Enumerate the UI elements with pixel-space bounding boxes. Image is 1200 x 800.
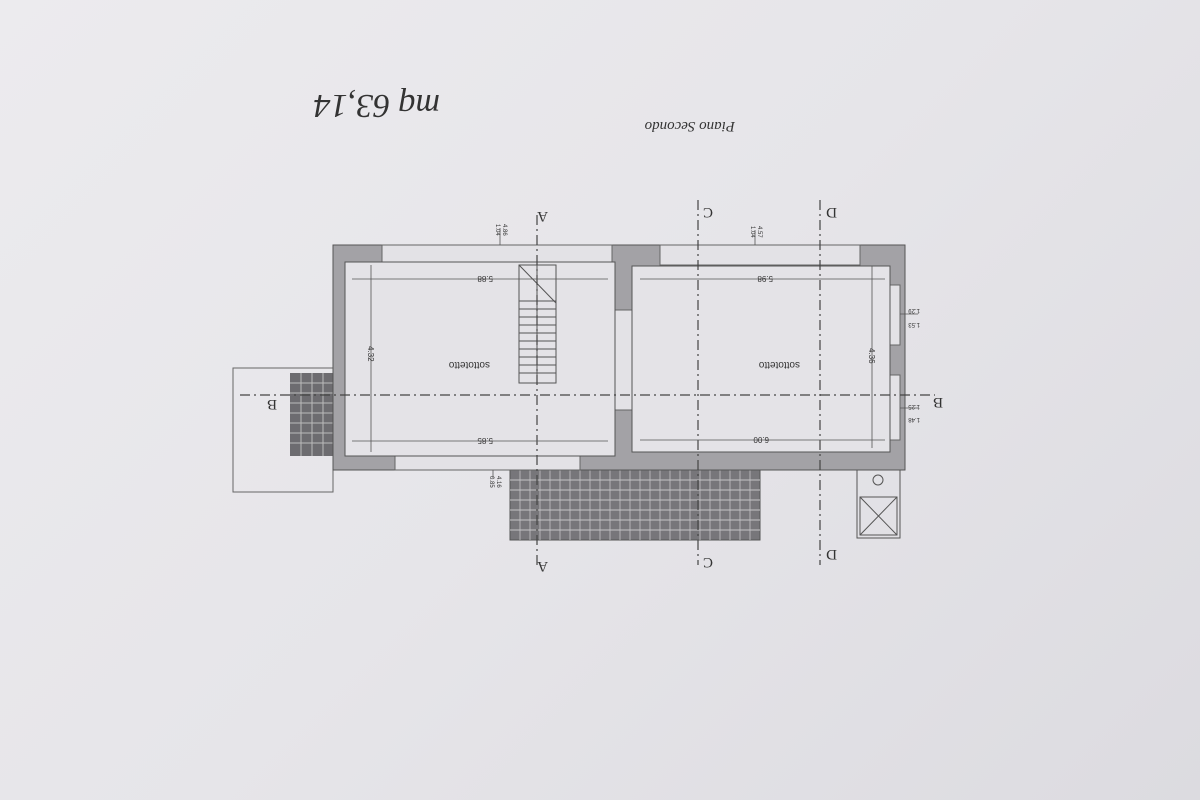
section-mark-c-bottom: C <box>703 554 713 570</box>
window-dim-5b: 1.25 <box>908 403 920 409</box>
window-dim-1a: 4.86 <box>501 224 507 236</box>
handwritten-area: mq 63,14 <box>313 87 440 124</box>
window-dim-5a: 1.48 <box>908 416 920 422</box>
building-walls <box>332 244 906 471</box>
section-mark-b-right: B <box>933 394 943 410</box>
dim-right-top: 5.98 <box>757 274 773 283</box>
room-label-left: sottotetto <box>448 359 490 370</box>
window-dim-2b: 1.04 <box>749 226 755 238</box>
dim-right-bottom: 6.00 <box>753 435 769 444</box>
dim-left-top: 5.88 <box>477 274 493 283</box>
window-dim-2a: 4.57 <box>756 226 762 238</box>
section-mark-d-top: D <box>826 204 837 220</box>
window-dim-3b: 0.85 <box>488 476 494 488</box>
dimension-lines <box>352 265 885 452</box>
window-dim-1b: 1.04 <box>494 224 500 236</box>
room-label-right: sottotetto <box>758 359 800 370</box>
section-mark-a-bottom: A <box>537 558 548 574</box>
plan-title: Piano Secondo <box>644 118 736 134</box>
dim-left-bottom: 5.85 <box>477 436 493 445</box>
window-dim-3a: 4.16 <box>495 476 501 488</box>
dim-left-depth: 4.32 <box>366 346 375 362</box>
section-mark-b-left: B <box>267 396 277 412</box>
terrace-hatch <box>509 469 761 541</box>
window-dim-leaders <box>492 228 918 478</box>
chimney-box <box>856 469 901 539</box>
section-mark-a-top: A <box>537 208 548 224</box>
section-mark-c-top: C <box>703 204 713 220</box>
dim-right-depth: 4.36 <box>867 348 876 364</box>
window-dim-4b: 1.29 <box>908 307 920 313</box>
section-lines <box>240 200 935 565</box>
section-mark-d-bottom: D <box>826 546 837 562</box>
window-dim-4a: 1.53 <box>908 321 920 327</box>
left-balcony-hatch <box>290 373 333 456</box>
